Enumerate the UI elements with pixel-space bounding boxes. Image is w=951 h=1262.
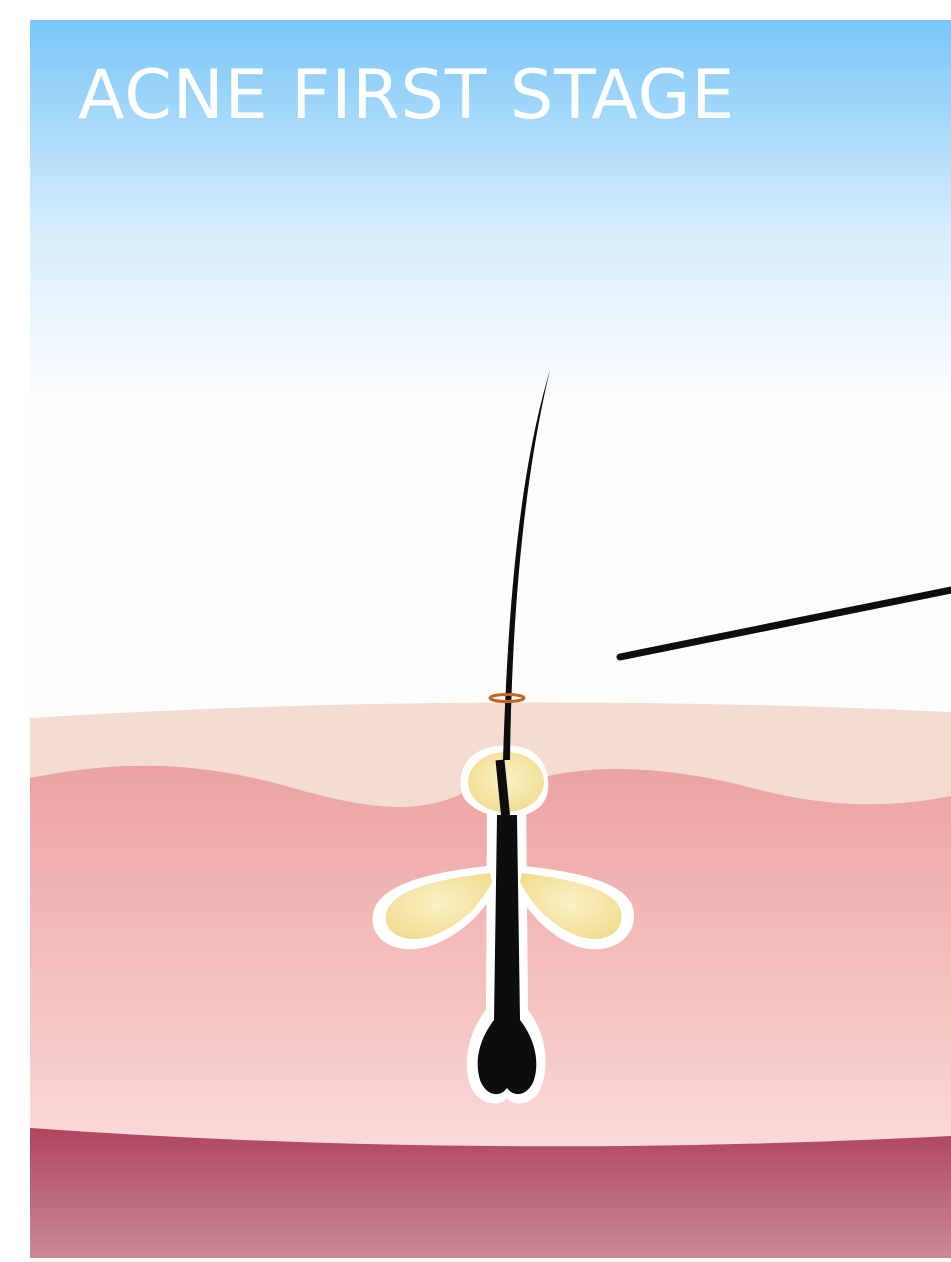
diagram-title: ACNE FIRST STAGE [78,62,735,130]
subcutaneous-layer [30,1128,951,1258]
hair-shaft-lower [500,760,506,820]
